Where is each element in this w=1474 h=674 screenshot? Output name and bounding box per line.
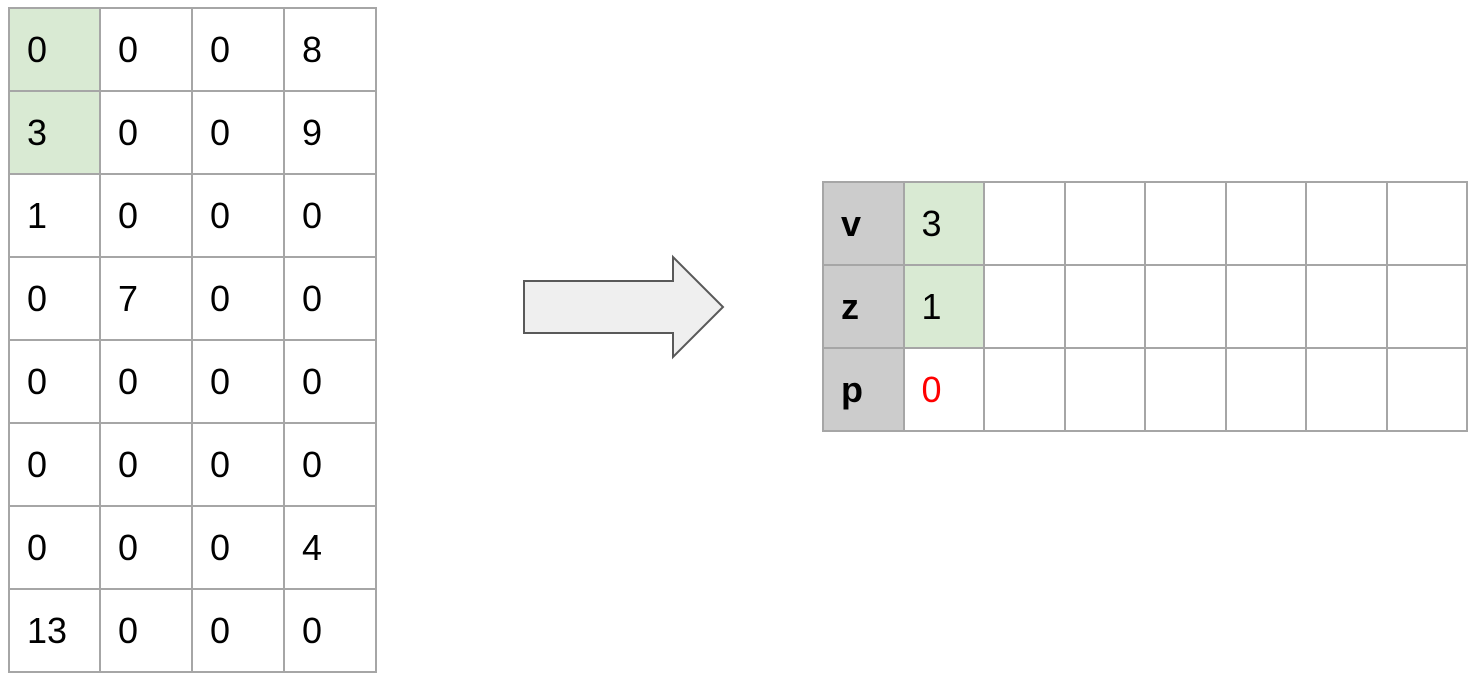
sparse-cell: [1305, 181, 1388, 266]
matrix-cell: 0: [191, 173, 285, 258]
row-header-p: p: [822, 347, 905, 432]
matrix-cell: 0: [99, 422, 193, 507]
matrix-cell: 0: [191, 588, 285, 673]
matrix-cell: 0: [191, 256, 285, 341]
sparse-cell: [1224, 347, 1307, 432]
matrix-cell: 0: [99, 173, 193, 258]
matrix-cell: 0: [99, 339, 193, 424]
matrix-cell: 0: [8, 256, 101, 341]
sparse-cell: [1385, 181, 1468, 266]
sparse-cell: [1305, 347, 1388, 432]
matrix-cell: 0: [99, 588, 193, 673]
matrix-cell: 4: [283, 505, 377, 590]
sparse-cell: [983, 347, 1066, 432]
arrow-shape: [523, 254, 725, 360]
matrix-cell: 0: [99, 505, 193, 590]
sparse-cell: [1385, 264, 1468, 349]
sparse-cell: [1063, 264, 1146, 349]
sparse-cell: [1305, 264, 1388, 349]
matrix-cell: 0: [191, 90, 285, 175]
matrix-cell: 0: [191, 339, 285, 424]
matrix-cell: 0: [8, 7, 101, 92]
matrix-cell: 0: [8, 505, 101, 590]
matrix-cell: 0: [191, 7, 285, 92]
sparse-cell: 0: [902, 347, 985, 432]
matrix-cell: 0: [191, 505, 285, 590]
matrix-cell: 13: [8, 588, 101, 673]
matrix-cell: 0: [8, 422, 101, 507]
row-header-z: z: [822, 264, 905, 349]
sparse-cell: [983, 181, 1066, 266]
sparse-cell: [1144, 181, 1227, 266]
sparse-cell: [1063, 347, 1146, 432]
matrix-cell: 0: [283, 588, 377, 673]
matrix-cell: 0: [8, 339, 101, 424]
sparse-cell: [1385, 347, 1468, 432]
sparse-cell: 3: [902, 181, 985, 266]
matrix-cell: 7: [99, 256, 193, 341]
sparse-cell: [1144, 264, 1227, 349]
sparse-cell: 1: [902, 264, 985, 349]
matrix-cell: 0: [283, 422, 377, 507]
sparse-cell: [1063, 181, 1146, 266]
matrix-cell: 0: [283, 256, 377, 341]
matrix-cell: 1: [8, 173, 101, 258]
matrix-cell: 0: [283, 173, 377, 258]
sparse-cell: [983, 264, 1066, 349]
matrix-cell: 8: [283, 7, 377, 92]
matrix-cell: 0: [191, 422, 285, 507]
matrix-cell: 0: [99, 90, 193, 175]
matrix-cell: 9: [283, 90, 377, 175]
matrix-cell: 0: [99, 7, 193, 92]
right-arrow-icon: [523, 254, 725, 360]
matrix-cell: 0: [283, 339, 377, 424]
sparse-cell: [1224, 264, 1307, 349]
row-header-v: v: [822, 181, 905, 266]
matrix-cell: 3: [8, 90, 101, 175]
sparse-cell: [1144, 347, 1227, 432]
sparse-cell: [1224, 181, 1307, 266]
